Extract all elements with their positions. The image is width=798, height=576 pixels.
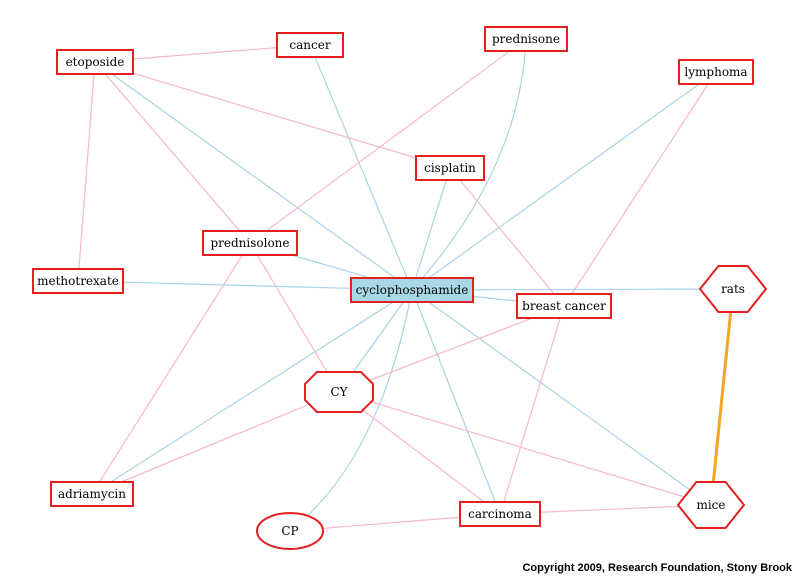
node-rats[interactable]: rats [698,265,768,313]
node-cy[interactable]: CY [304,371,374,413]
node-shape-etoposide [56,49,134,75]
edge-cy-adriamycin [91,391,340,495]
edge-breast-cancer-cy [338,305,565,393]
nodes-layer: cyclophosphamide etoposide cancer prednison… [32,26,768,550]
node-breast-cancer[interactable]: breast cancer [516,293,612,319]
edge-etoposide-prednisolone [94,61,251,244]
edge-etoposide-methotrexate [77,61,96,282]
edge-etoposide-cyclophosphamide [94,61,413,291]
edge-breast-cancer-carcinoma [499,305,565,515]
node-label-prednisolone: prednisolone [210,236,289,250]
edge-prednisone-cyclophosphamide [411,38,527,291]
edge-rats-mice [709,288,735,506]
edge-cyclophosphamide-cp [289,289,413,532]
node-shape-cyclophosphamide [350,277,474,303]
node-lymphoma[interactable]: lymphoma [678,59,754,85]
node-prednisone[interactable]: prednisone [484,26,568,52]
node-shape-adriamycin [50,481,134,507]
edge-prednisolone-cy [249,242,340,393]
node-label-mice: mice [696,498,725,512]
edges-layer [77,38,735,532]
node-label-cyclophosphamide: cyclophosphamide [356,283,469,297]
edge-cyclophosphamide-adriamycin [91,289,413,495]
node-shape-prednisone [484,26,568,52]
node-label-lymphoma: lymphoma [684,65,747,79]
node-cp[interactable]: CP [256,512,324,550]
node-shape-lymphoma [678,59,754,85]
node-etoposide[interactable]: etoposide [56,49,134,75]
edge-cy-carcinoma [338,391,501,515]
edge-cisplatin-breast-cancer [449,167,565,307]
node-adriamycin[interactable]: adriamycin [50,481,134,507]
node-shape-rats [698,265,768,313]
node-shape-cp [256,512,324,550]
node-prednisolone[interactable]: prednisolone [202,230,298,256]
node-mice[interactable]: mice [676,481,746,529]
edge-prednisone-prednisolone [249,38,527,244]
node-shape-cisplatin [415,155,485,181]
node-shape-methotrexate [32,268,124,294]
node-shape-breast-cancer [516,293,612,319]
node-label-cisplatin: cisplatin [424,161,476,175]
edge-lymphoma-cyclophosphamide [411,71,717,291]
node-shape-cy [304,371,374,413]
copyright-text: Copyright 2009, Research Foundation, Sto… [522,562,792,574]
node-cisplatin[interactable]: cisplatin [415,155,485,181]
node-shape-carcinoma [459,501,541,527]
edge-cyclophosphamide-mice [411,289,712,506]
node-label-cy: CY [330,385,348,399]
node-shape-cancer [276,32,344,58]
node-methotrexate[interactable]: methotrexate [32,268,124,294]
node-shape-prednisolone [202,230,298,256]
node-shape-mice [676,481,746,529]
node-label-etoposide: etoposide [66,55,125,69]
node-label-breast-cancer: breast cancer [522,299,606,313]
edge-lymphoma-breast-cancer [563,71,717,307]
edge-etoposide-cisplatin [94,61,451,169]
node-label-prednisone: prednisone [492,32,560,46]
node-label-cancer: cancer [289,38,330,52]
node-label-adriamycin: adriamycin [58,487,126,501]
node-carcinoma[interactable]: carcinoma [459,501,541,527]
node-cyclophosphamide[interactable]: cyclophosphamide [350,277,474,303]
node-label-cp: CP [281,524,298,538]
node-label-methotrexate: methotrexate [37,274,119,288]
edge-cy-mice [338,391,712,506]
node-label-rats: rats [721,282,745,296]
node-label-carcinoma: carcinoma [468,507,532,521]
edge-cisplatin-cyclophosphamide [411,167,451,291]
edge-cyclophosphamide-carcinoma [411,289,501,515]
node-cancer[interactable]: cancer [276,32,344,58]
edge-cancer-cyclophosphamide [309,44,413,291]
